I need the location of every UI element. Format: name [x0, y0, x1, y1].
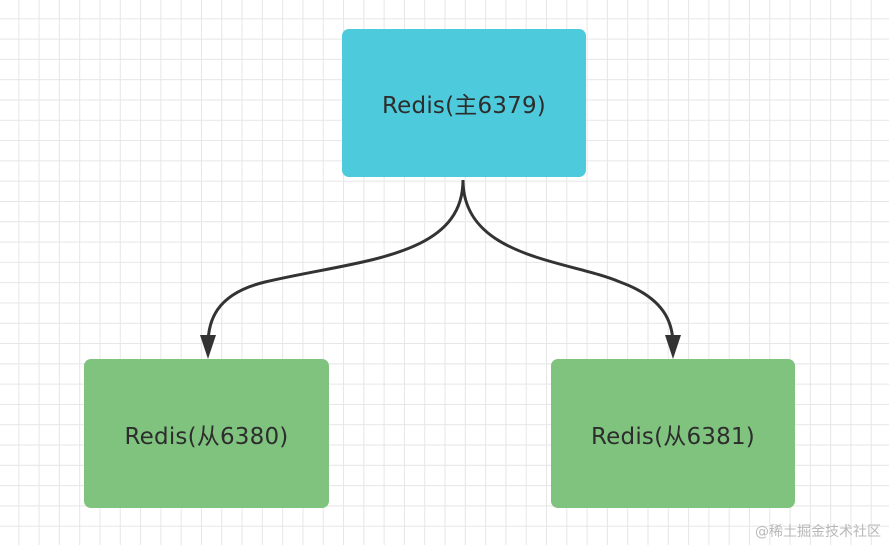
redis-slave-6380-label: Redis(从6380) — [124, 423, 289, 450]
watermark: @稀土掘金技术社区 — [755, 524, 881, 540]
redis-slave-6381-label: Redis(从6381) — [591, 423, 755, 450]
redis-slave-6380-node[interactable]: Redis(从6380) — [84, 359, 329, 508]
redis-master-node[interactable]: Redis(主6379) — [342, 29, 586, 177]
redis-master-label: Redis(主6379) — [382, 93, 546, 119]
redis-slave-6381-node[interactable]: Redis(从6381) — [551, 359, 795, 508]
